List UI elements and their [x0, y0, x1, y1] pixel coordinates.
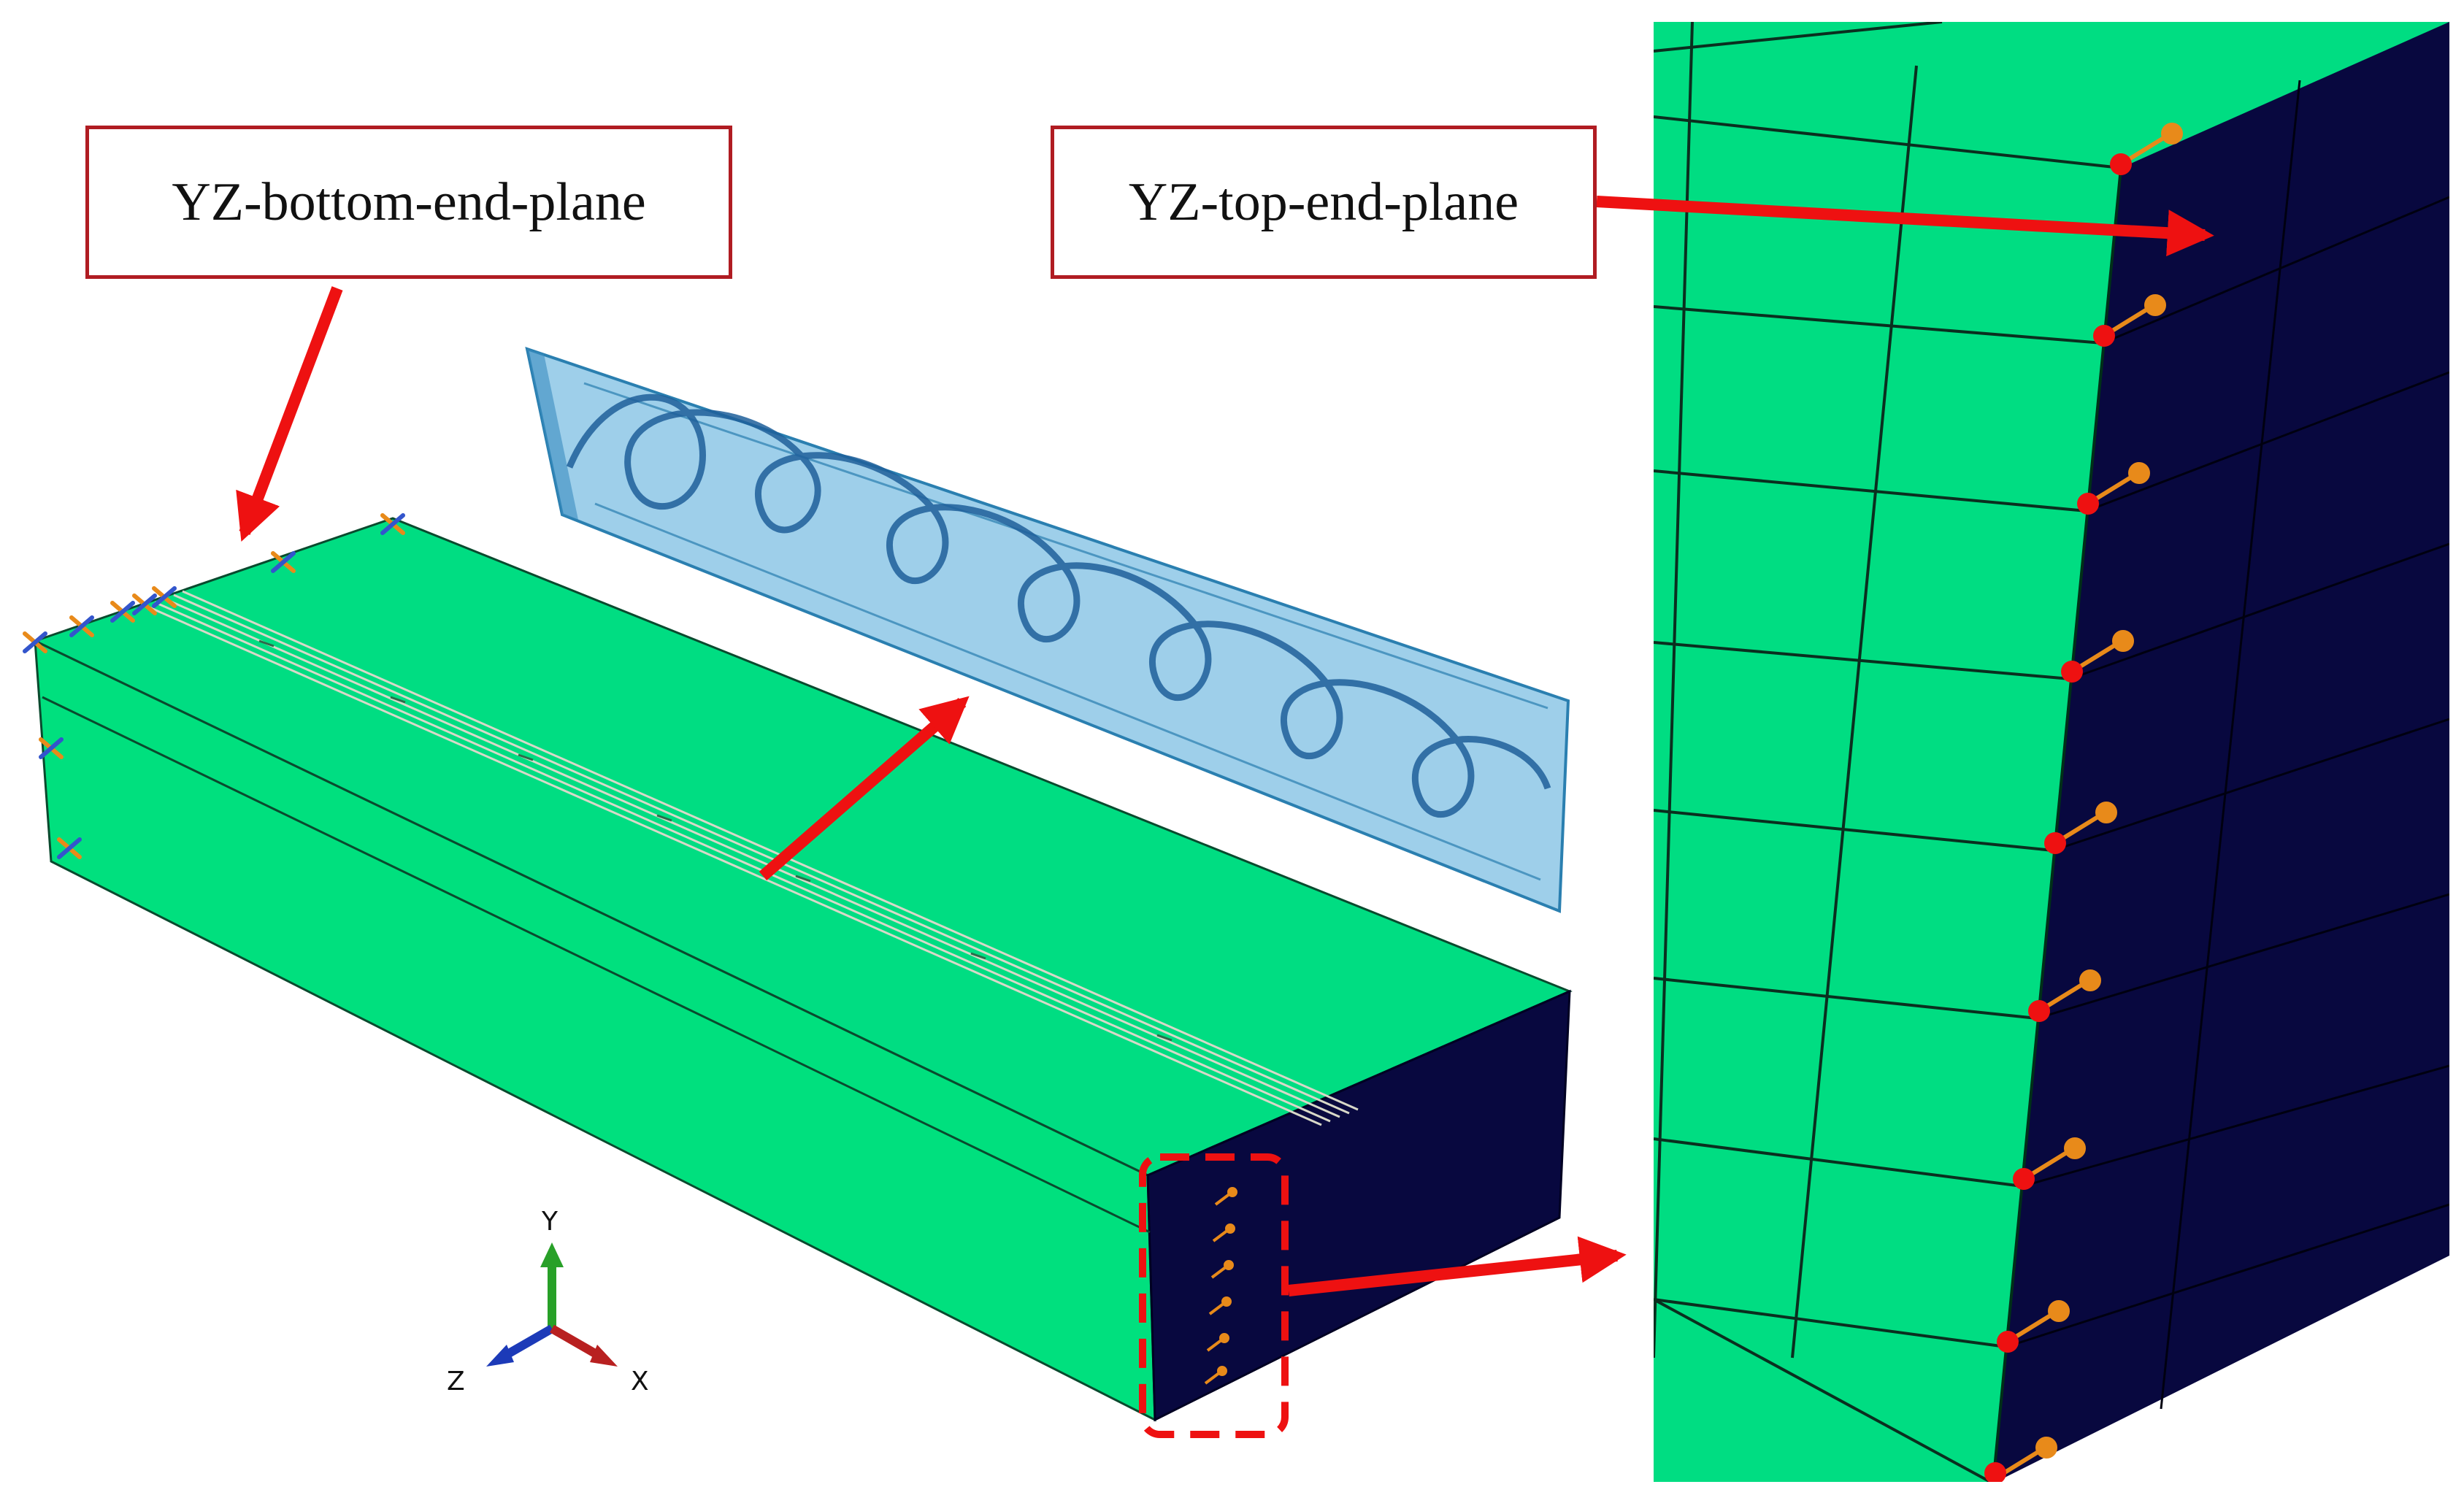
axis-label-x: X: [631, 1367, 649, 1396]
arrow-to-bottom-plane: [236, 286, 343, 542]
spiral-insert-panel: [525, 346, 1570, 913]
callout-bottom-plane-text: YZ-bottom-end-plane: [172, 172, 646, 232]
zoom-detail: [1654, 22, 2449, 1482]
callout-bottom-plane: YZ-bottom-end-plane: [85, 126, 732, 279]
beam-end-face: [1146, 989, 1571, 1422]
arrow-to-spiral-insert: [759, 696, 970, 881]
axis-label-z: Z: [447, 1367, 465, 1396]
load-arrow-icon: [1204, 1187, 1237, 1385]
callout-top-plane-text: YZ-top-end-plane: [1128, 172, 1519, 232]
axis-label-y: Y: [541, 1207, 559, 1237]
callout-top-plane: YZ-top-end-plane: [1051, 126, 1597, 279]
pointer-arrows: [236, 196, 2214, 1296]
arrow-to-zoom-detail: [1288, 1236, 1627, 1296]
rebar-strip: [145, 590, 1359, 1126]
spiral-hoop: [566, 393, 1551, 818]
selection-box: [1139, 1153, 1289, 1438]
arrow-to-top-plane: [1596, 196, 2214, 257]
axes-triad-icon: Y Z X: [447, 1207, 649, 1396]
boundary-condition-marker-icon: [23, 513, 405, 859]
load-arrow-icon: [1984, 123, 2183, 1482]
